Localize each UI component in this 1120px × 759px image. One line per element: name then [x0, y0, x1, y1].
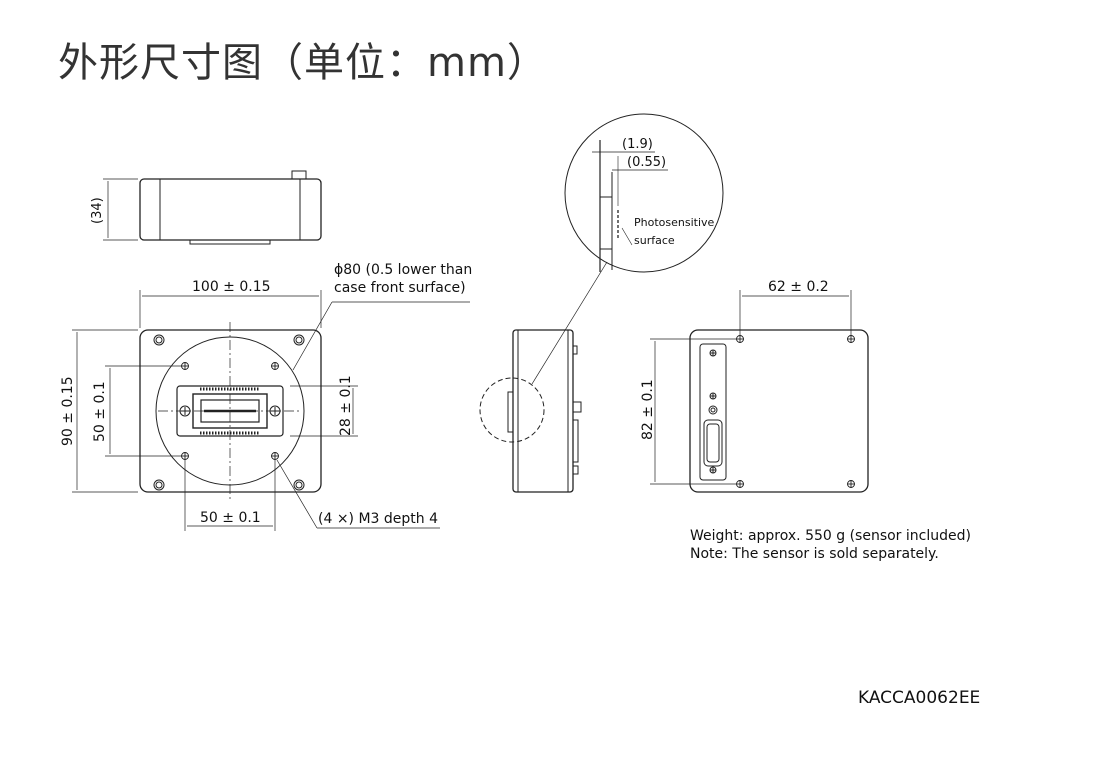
front-body [139, 329, 322, 493]
top-view-base [189, 239, 271, 245]
top-view-body [139, 178, 322, 241]
photosensitive-label-2: surface [634, 234, 675, 247]
rear-dsub-connector [703, 419, 723, 467]
detail-dim-1: (1.9) [622, 137, 653, 152]
corner-hole-tl [153, 334, 165, 346]
side-body [512, 329, 574, 493]
weight-note: Weight: approx. 550 g (sensor included) [690, 528, 971, 544]
drawing-code: KACCA0062EE [858, 688, 981, 708]
top-view-knob [291, 170, 307, 180]
notes-block: Weight: approx. 550 g (sensor included) … [690, 527, 971, 563]
rear-view: 62 ± 0.2 82 ± 0.1 [640, 279, 869, 493]
sensor-note: Note: The sensor is sold separately. [690, 546, 939, 562]
dim-circle-note-2: case front surface) [334, 280, 466, 296]
dim-rear-pitch-v: 82 ± 0.1 [640, 379, 656, 440]
rear-body [689, 329, 869, 493]
side-view [479, 261, 608, 493]
dim-hole-pitch-h: 50 ± 0.1 [200, 510, 261, 526]
m3-holes [181, 362, 279, 460]
rear-connector-panel [699, 343, 727, 481]
top-view: (34) [90, 170, 322, 245]
dim-rear-pitch-h: 62 ± 0.2 [768, 279, 829, 295]
dim-height-total: 90 ± 0.15 [60, 376, 76, 446]
dim-hole-pitch-v: 50 ± 0.1 [92, 381, 108, 442]
page-title: 外形尺寸图（单位：mm） [58, 40, 548, 86]
front-view: 100 ± 0.15 ϕ80 (0.5 lower than case fron… [60, 262, 472, 531]
corner-hole-br [293, 479, 305, 491]
photosensitive-label-1: Photosensitive [634, 216, 715, 229]
corner-hole-tr [293, 334, 305, 346]
corner-hole-bl [153, 479, 165, 491]
dim-width: 100 ± 0.15 [192, 279, 271, 295]
front-dim-lines [72, 290, 470, 531]
dim-sensor-v: 28 ± 0.1 [338, 375, 354, 436]
detail-marker-circle [479, 377, 545, 443]
detail-dim-2: (0.55) [627, 155, 666, 170]
sensor-package [176, 385, 284, 437]
dim-circle-note-1: ϕ80 (0.5 lower than [334, 262, 472, 278]
dim-height-top: (34) [90, 197, 105, 224]
dim-mount-holes: (4 ×) M3 depth 4 [318, 511, 438, 527]
detail-view: (1.9) (0.55) Photosensitive surface [564, 113, 724, 273]
detail-circle [564, 113, 724, 273]
